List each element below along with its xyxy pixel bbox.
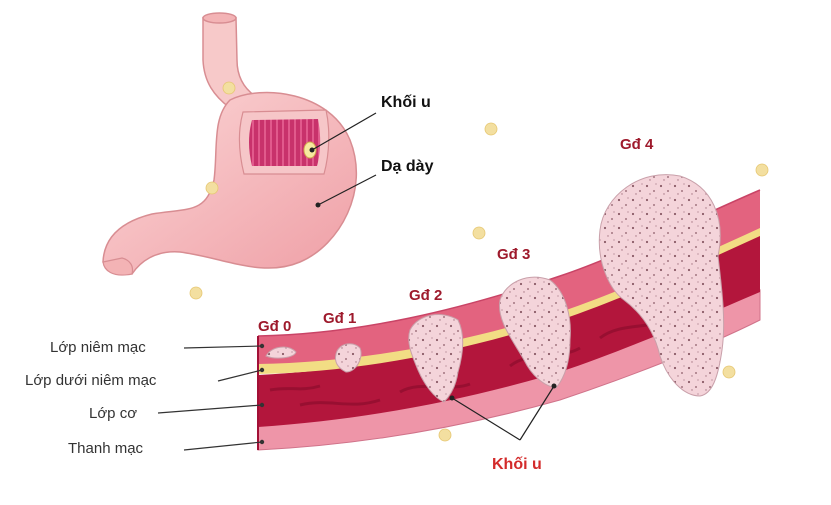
layer-submucosa-label: Lớp dưới niêm mạc [25, 372, 157, 389]
tumor-label: Khối u [381, 94, 431, 111]
layer-muscle-label: Lớp cơ [89, 405, 138, 422]
layer-pointer-lines [157, 345, 263, 451]
tumor-pointer-line-a [451, 397, 521, 441]
layer-mucosa-label: Lớp niêm mạc [50, 339, 146, 356]
stomach-illustration [102, 12, 358, 276]
tumor-stage-3 [498, 276, 571, 389]
decorative-dots [189, 81, 769, 442]
tumor-bottom-label: Khối u [492, 456, 542, 473]
stage-0-label: Gđ 0 [258, 318, 292, 335]
stomach-label: Dạ dày [381, 158, 434, 175]
stomach-pointer-line [317, 174, 377, 206]
tumor-pointer-line-b [519, 385, 555, 441]
layer-serosa-label: Thanh mạc [68, 440, 144, 457]
tumor-stage-2 [408, 314, 464, 403]
stage-4-label: Gđ 4 [620, 136, 654, 153]
tumors [265, 174, 725, 403]
tumor-stage-0 [265, 346, 297, 359]
stage-1-label: Gđ 1 [323, 310, 357, 327]
tumor-pointer-line [311, 112, 377, 151]
tumor-stage-1 [335, 343, 362, 373]
tumor-stage-4 [598, 174, 725, 397]
stage-2-label: Gđ 2 [409, 287, 443, 304]
stage-3-label: Gđ 3 [497, 246, 531, 263]
